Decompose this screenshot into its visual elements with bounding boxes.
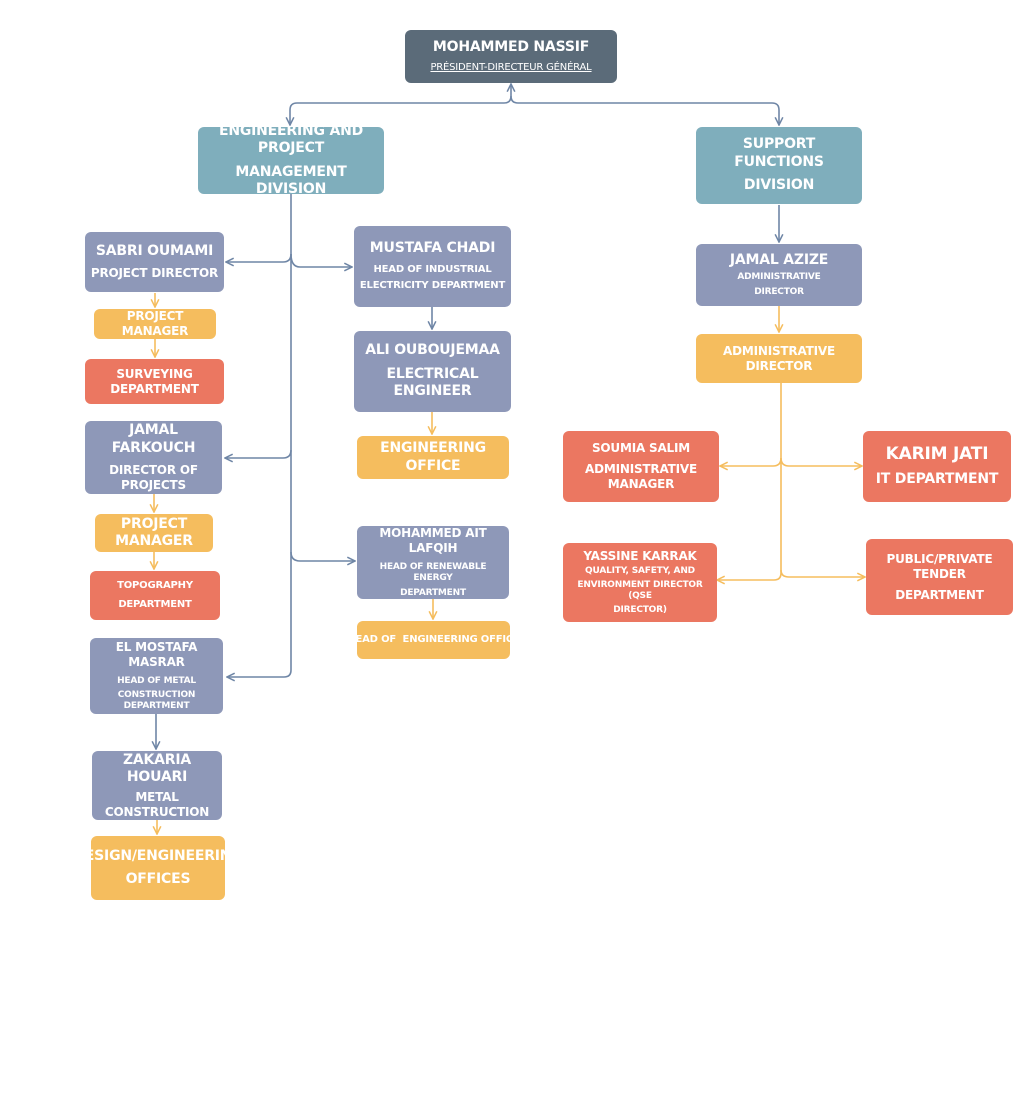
mohammed-ait-lafqih-node: MOHAMMED AIT LAFQIH HEAD OF RENEWABLE EN… [357,526,509,599]
jamal-farkouch-node: JAMAL FARKOUCH DIRECTOR OF PROJECTS [85,421,222,494]
el-mostafa-masrar-node: EL MOSTAFA MASRAR HEAD OF METAL CONSTRUC… [90,638,223,714]
yassine-line3: DIRECTOR) [613,605,667,616]
design-engineering-offices-node: DESIGN/ENGINEERING OFFICES [91,836,225,900]
surveying-department-node: SURVEYING DEPARTMENT [85,359,224,404]
engineering-division-node: ENGINEERING AND PROJECT MANAGEMENT DIVIS… [198,127,384,194]
mustafa-chadi-node: MUSTAFA CHADI HEAD OF INDUSTRIAL ELECTRI… [354,226,511,307]
masrar-line1: HEAD OF METAL [117,675,196,686]
jamal-farkouch-name: JAMAL FARKOUCH [111,422,196,456]
chadi-line2: ELECTRICITY DEPARTMENT [359,280,506,292]
topography-line2: DEPARTMENT [118,598,192,610]
project-manager-2-label: PROJECT MANAGER [115,515,193,550]
azize-name: JAMAL AZIZE [729,251,829,268]
engineering-division-line1: ENGINEERING AND PROJECT [218,127,364,156]
ali-name: ALI OUBOUJEMAA [365,342,500,359]
ali-title: ELECTRICAL ENGINEER [386,365,479,400]
sabri-oumami-node: SABRI OUMAMI PROJECT DIRECTOR [85,232,224,292]
topography-department-node: TOPOGRAPHY DEPARTMENT [90,571,220,620]
masrar-line2: CONSTRUCTION DEPARTMENT [117,689,196,712]
chadi-line1: HEAD OF INDUSTRIAL [373,263,492,275]
sabri-name: SABRI OUMAMI [95,242,214,259]
project-manager-1-node: PROJECT MANAGER [94,309,216,339]
surveying-department-label: SURVEYING DEPARTMENT [110,366,199,396]
ceo-name: MOHAMMED NASSIF [432,38,590,55]
houari-title: METAL CONSTRUCTION [104,789,210,819]
karim-name: KARIM JATI [885,444,989,465]
chadi-name: MUSTAFA CHADI [369,240,496,257]
soumia-salim-node: SOUMIA SALIM ADMINISTRATIVE MANAGER [563,431,719,502]
yassine-line1: QUALITY, SAFETY, AND [585,565,695,576]
jamal-azize-node: JAMAL AZIZE ADMINISTRATIVE DIRECTOR [696,244,862,306]
azize-line2: DIRECTOR [754,287,804,298]
administrative-director-label: ADMINISTRATIVE DIRECTOR [723,343,835,373]
head-of-engineering-office-node: HEAD OF ENGINEERING OFFICE [357,621,510,659]
soumia-name: SOUMIA SALIM [591,441,691,455]
sabri-title: PROJECT DIRECTOR [90,266,219,281]
tender-line1: PUBLIC/PRIVATE TENDER [886,551,993,581]
engineering-office-node: ENGINEERING OFFICE [357,436,509,479]
topography-line1: TOPOGRAPHY [117,580,193,591]
administrative-director-node: ADMINISTRATIVE DIRECTOR [696,334,862,383]
jamal-farkouch-title: DIRECTOR OF PROJECTS [109,463,198,492]
tender-line2: DEPARTMENT [895,587,984,602]
karim-jati-node: KARIM JATI IT DEPARTMENT [863,431,1011,502]
support-division-node: SUPPORT FUNCTIONS DIVISION [696,127,862,204]
project-manager-1-label: PROJECT MANAGER [121,309,189,338]
head-of-engineering-office-label: HEAD OF ENGINEERING OFFICE [357,633,510,645]
support-division-line2: DIVISION [743,177,815,194]
karim-title: IT DEPARTMENT [875,471,999,488]
support-division-line1: SUPPORT FUNCTIONS [734,136,824,170]
yassine-line2: ENVIRONMENT DIRECTOR (QSE [577,579,703,601]
project-manager-2-node: PROJECT MANAGER [95,514,213,552]
lafqih-line2: DEPARTMENT [400,588,466,599]
ali-ouboujemaa-node: ALI OUBOUJEMAA ELECTRICAL ENGINEER [354,331,511,412]
engineering-office-label: ENGINEERING OFFICE [380,440,486,474]
yassine-name: YASSINE KARRAK [583,548,697,563]
masrar-name: EL MOSTAFA MASRAR [115,639,198,669]
public-private-tender-node: PUBLIC/PRIVATE TENDER DEPARTMENT [866,539,1013,615]
engineering-division-line2: MANAGEMENT DIVISION [235,163,347,195]
soumia-title: ADMINISTRATIVE MANAGER [585,462,697,491]
design-offices-line2: OFFICES [125,871,191,887]
lafqih-line1: HEAD OF RENEWABLE ENERGY [379,561,487,583]
lafqih-name: MOHAMMED AIT LAFQIH [379,526,487,555]
design-offices-line1: DESIGN/ENGINEERING [91,847,225,864]
zakaria-houari-node: ZAKARIA HOUARI METAL CONSTRUCTION [92,751,222,820]
azize-line1: ADMINISTRATIVE [737,272,821,282]
ceo-title: PRÉSIDENT-DIRECTEUR GÉNÉRAL [430,62,592,73]
yassine-karrak-node: YASSINE KARRAK QUALITY, SAFETY, AND ENVI… [563,543,717,622]
houari-name: ZAKARIA HOUARI [122,751,192,786]
ceo-node: MOHAMMED NASSIF PRÉSIDENT-DIRECTEUR GÉNÉ… [405,30,617,83]
